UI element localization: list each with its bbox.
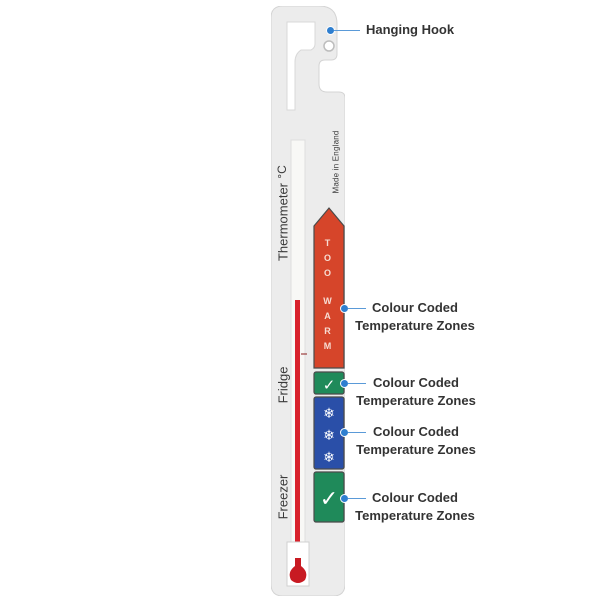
letter: W [323,296,332,306]
letter: T [324,238,331,248]
letter: R [324,326,331,336]
mercury-bulb [289,558,307,583]
made-in-label: Made in England [331,130,341,194]
letter: O [323,268,331,278]
callout-label-line1: Colour Coded [372,300,458,315]
too-warm-word-too: T O O [315,236,340,281]
callout-line [348,498,366,499]
snowflake-icon: ❄ [323,450,335,466]
snowflake-icon: ❄ [323,428,335,444]
fridge-label: Fridge [275,366,291,404]
mercury-column [295,300,300,562]
freezer-label: Freezer [275,474,291,520]
callout-label-line1: Colour Coded [373,424,459,439]
callout-label-line2: Temperature Zones [355,318,475,333]
too-warm-zone [313,207,345,369]
letter: A [324,311,331,321]
letter: M [323,341,332,351]
unit-label: °C [275,165,289,179]
callout-label-line1: Colour Coded [372,490,458,505]
callout-line [348,432,366,433]
callout-label: Hanging Hook [366,22,455,37]
zone-callout-freezer: Colour Coded Temperature Zones [352,489,478,525]
callout-line [348,308,366,309]
hanging-hook-callout: Hanging Hook [366,21,454,39]
callout-line [334,30,360,31]
thermometer-title: Thermometer [275,182,291,262]
zone-callout-frozen: Colour Coded Temperature Zones [353,423,479,459]
callout-label-line1: Colour Coded [373,375,459,390]
check-icon: ✓ [320,487,338,512]
callout-line [348,383,366,384]
zone-callout-too-warm: Colour Coded Temperature Zones [352,299,478,335]
zone-callout-fridge: Colour Coded Temperature Zones [353,374,479,410]
check-icon: ✓ [323,376,336,394]
callout-label-line2: Temperature Zones [355,508,475,523]
hook-opening [286,21,316,111]
too-warm-word-warm: W A R M [315,294,340,354]
callout-label-line2: Temperature Zones [356,442,476,457]
hanging-hole [323,40,335,52]
thermometer-body: ✓ ✓ ❄ ❄ ❄ [271,6,345,596]
callout-label-line2: Temperature Zones [356,393,476,408]
thermometer-graphic: ✓ ✓ ❄ ❄ ❄ [271,6,345,596]
snowflake-icon: ❄ [323,406,335,422]
letter: O [323,253,331,263]
